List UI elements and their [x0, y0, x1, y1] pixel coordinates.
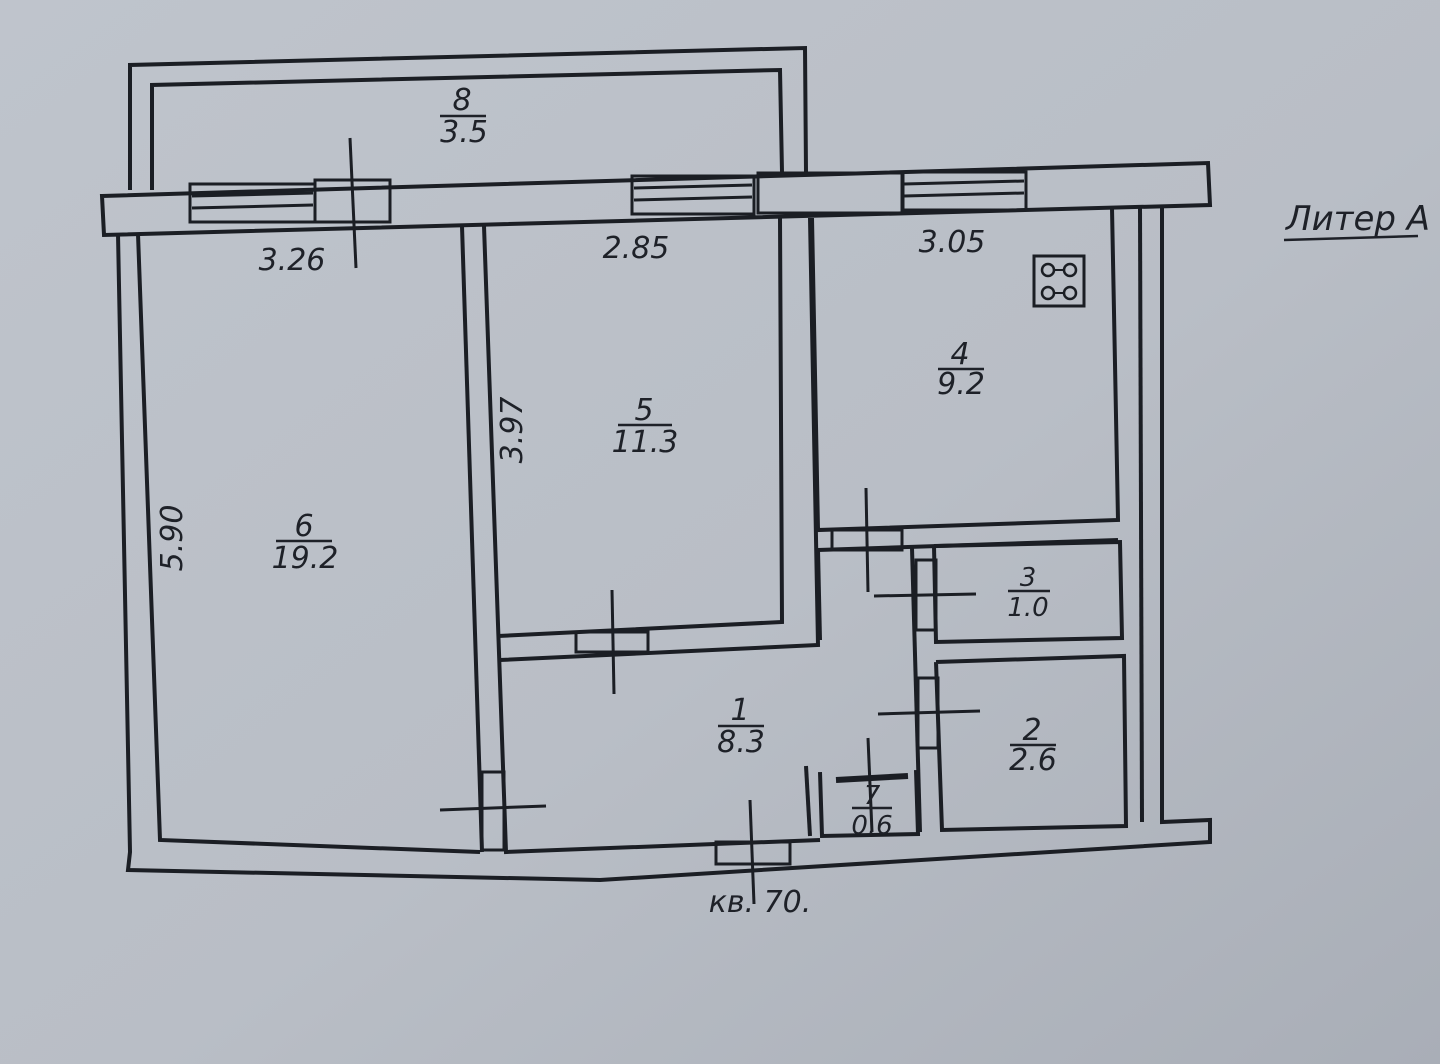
liter-label: Литер А	[1283, 199, 1430, 242]
dimension-room5-width: 2.85	[603, 231, 670, 266]
room-4-label: 4 9.2	[937, 337, 985, 402]
room-6-label: 6 19.2	[272, 509, 339, 576]
door-room6	[480, 770, 506, 852]
svg-text:3: 3	[1020, 563, 1037, 593]
window-room5	[630, 174, 756, 216]
stove-icon	[1032, 254, 1086, 308]
window-room4	[900, 170, 1028, 212]
svg-text:19.2: 19.2	[272, 541, 339, 576]
dimension-room4-width: 3.05	[919, 225, 986, 260]
dimension-room5-depth: 3.97	[495, 397, 530, 464]
room-5-label: 5 11.3	[612, 393, 679, 460]
balcony-walls	[128, 45, 808, 190]
svg-text:2.6: 2.6	[1009, 743, 1057, 778]
walls-room7	[804, 765, 921, 839]
door-room7	[835, 773, 909, 783]
outer-walls	[116, 206, 1212, 883]
svg-text:9.2: 9.2	[937, 367, 985, 402]
room-3-label: 3 1.0	[1007, 563, 1050, 623]
svg-text:0.6: 0.6	[851, 811, 892, 841]
dimension-room6-width: 3.26	[259, 243, 326, 278]
room-2-label: 2 2.6	[1009, 713, 1057, 778]
room-8-label: 8 3.5	[440, 83, 488, 150]
svg-text:4: 4	[950, 337, 969, 372]
svg-text:1: 1	[730, 693, 749, 728]
svg-text:Литер А: Литер А	[1284, 199, 1430, 239]
section-marks	[348, 137, 981, 905]
svg-text:8.3: 8.3	[717, 725, 765, 760]
apartment-label: кв. 70.	[709, 885, 812, 920]
room-7-label: 7 0.6	[851, 781, 892, 841]
svg-text:8: 8	[452, 83, 471, 118]
svg-text:7: 7	[864, 781, 881, 811]
room-1-label: 1 8.3	[717, 693, 765, 760]
svg-text:3.5: 3.5	[440, 115, 488, 150]
svg-text:1.0: 1.0	[1007, 593, 1048, 623]
dimension-room6-depth: 5.90	[155, 505, 190, 572]
svg-text:2: 2	[1022, 713, 1041, 748]
svg-text:11.3: 11.3	[612, 425, 679, 460]
svg-text:6: 6	[294, 509, 313, 544]
svg-text:5: 5	[634, 393, 653, 428]
